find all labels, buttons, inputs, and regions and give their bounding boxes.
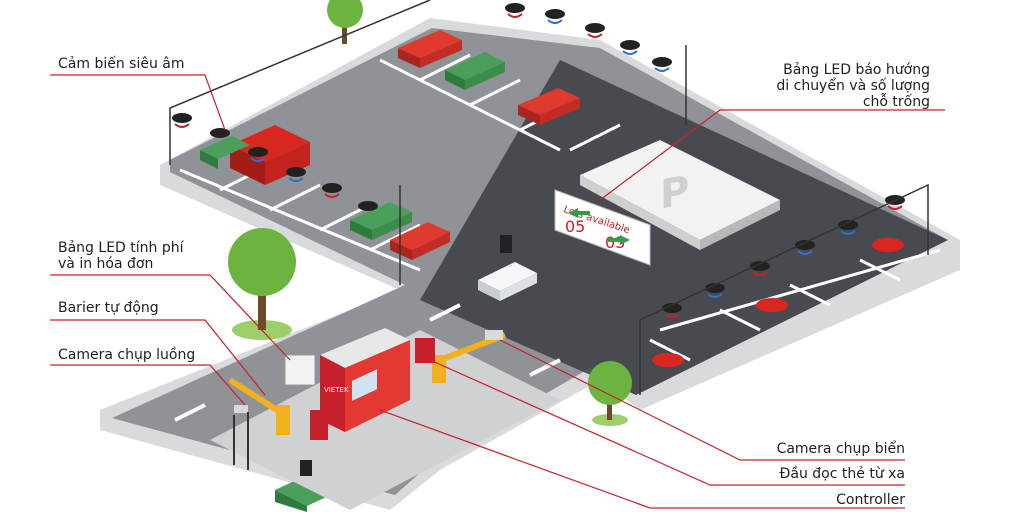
tree-top — [327, 0, 363, 44]
plate-camera — [485, 330, 503, 340]
booth-roof — [320, 328, 410, 368]
car-red-1 — [398, 30, 462, 68]
led-sign-left-count: 05 — [565, 217, 585, 236]
label-led-guidance: Bảng LED báo hướng di chuyển và số lượng… — [730, 62, 930, 110]
line-plate-camera — [499, 339, 905, 461]
booth-side — [345, 340, 410, 432]
label-led-guidance-line1: Bảng LED báo hướng — [783, 62, 930, 78]
car-green-2 — [200, 136, 250, 169]
line-led-guidance — [599, 109, 945, 201]
parking-letter: P — [660, 167, 689, 219]
label-led-guidance-line2: di chuyển và số lượng — [776, 78, 930, 94]
parked-cars — [200, 30, 580, 512]
label-led-fee-line2: và in hóa đơn — [58, 256, 154, 272]
booth-brand: VIETEK — [324, 386, 349, 394]
label-plate-camera: Camera chụp biển — [776, 441, 905, 457]
barrier-arm-left — [228, 377, 287, 418]
roadside-camera — [500, 235, 512, 253]
arrow-left-icon — [568, 208, 590, 218]
gate-camera — [300, 460, 312, 476]
car-red-3 — [390, 222, 450, 260]
line-ultrasonic — [50, 74, 226, 131]
car-red-2 — [518, 88, 580, 125]
arrow-right-icon — [608, 235, 630, 245]
label-lane-camera: Camera chụp luồng — [58, 347, 196, 363]
label-remote-card-reader: Đầu đọc thẻ từ xa — [779, 466, 905, 482]
card-reader-left — [310, 410, 328, 440]
car-white-moving — [478, 262, 537, 301]
label-led-fee: Bảng LED tính phí và in hóa đơn — [58, 240, 258, 272]
sensor-poles — [169, 0, 929, 395]
label-led-fee-line1: Bảng LED tính phí — [58, 240, 184, 256]
label-ultrasonic-sensor: Cảm biến siêu âm — [58, 56, 185, 72]
tree-right — [588, 361, 632, 426]
line-lane-camera — [50, 364, 246, 406]
led-guidance-sign: Lots available 05 03 — [554, 189, 651, 266]
lane-dashes — [174, 303, 561, 422]
card-reader-right — [415, 338, 435, 363]
car-green-1 — [445, 52, 505, 90]
car-green-3 — [350, 202, 412, 240]
lane-camera — [234, 405, 248, 413]
barrier-post-left — [276, 405, 290, 435]
parking-p-pad: P — [580, 140, 780, 250]
label-auto-barrier: Barier tự động — [58, 300, 159, 316]
callout-lines — [50, 74, 945, 509]
line-led-fee — [50, 274, 291, 361]
gate-area: VIETEK VIETEK — [210, 235, 560, 510]
ultrasonic-sensors — [172, 3, 905, 313]
label-controller: Controller — [836, 492, 905, 508]
label-led-guidance-line3: chỗ trống — [862, 94, 930, 110]
line-controller — [379, 409, 905, 509]
sensor-waves — [174, 13, 903, 318]
line-barrier — [50, 319, 266, 396]
line-card-reader — [429, 359, 905, 486]
